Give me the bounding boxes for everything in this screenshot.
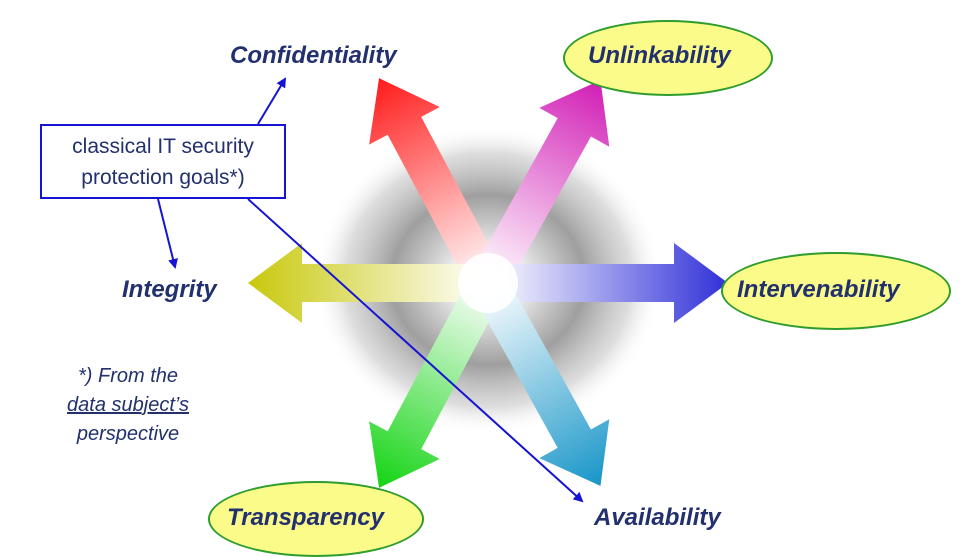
- intervenability-arrow: [488, 243, 728, 323]
- classical-goals-note: classical IT security protection goals*): [40, 124, 286, 199]
- footnote-line-1: *) From the: [77, 365, 179, 387]
- transparency-label: Transparency: [227, 504, 384, 531]
- confidentiality-label: Confidentiality: [230, 42, 397, 69]
- unlinkability-ellipse: [563, 20, 773, 96]
- unlinkability-label: Unlinkability: [588, 42, 731, 69]
- center-glow: [458, 253, 518, 313]
- availability-arrow: [471, 273, 610, 486]
- connector-to-availability: [247, 198, 584, 503]
- footnote: *) From the data subject’s perspective: [40, 362, 216, 449]
- unlinkability-arrow: [471, 80, 610, 293]
- classical-goals-line-1: classical IT security: [72, 135, 254, 158]
- connector-to-integrity: [157, 198, 178, 269]
- transparency-ellipse: [208, 481, 424, 557]
- intervenability-label: Intervenability: [737, 276, 900, 303]
- integrity-label: Integrity: [122, 276, 217, 303]
- intervenability-ellipse: [721, 252, 951, 330]
- classical-goals-line-2: protection goals*): [81, 166, 245, 189]
- availability-label: Availability: [594, 504, 721, 531]
- transparency-arrow: [369, 274, 505, 488]
- connector-to-confidentiality: [257, 77, 287, 125]
- confidentiality-arrow: [369, 78, 505, 292]
- footnote-line-2: data subject’s: [67, 394, 189, 416]
- footnote-line-3: perspective: [76, 423, 180, 445]
- integrity-arrow: [248, 243, 488, 323]
